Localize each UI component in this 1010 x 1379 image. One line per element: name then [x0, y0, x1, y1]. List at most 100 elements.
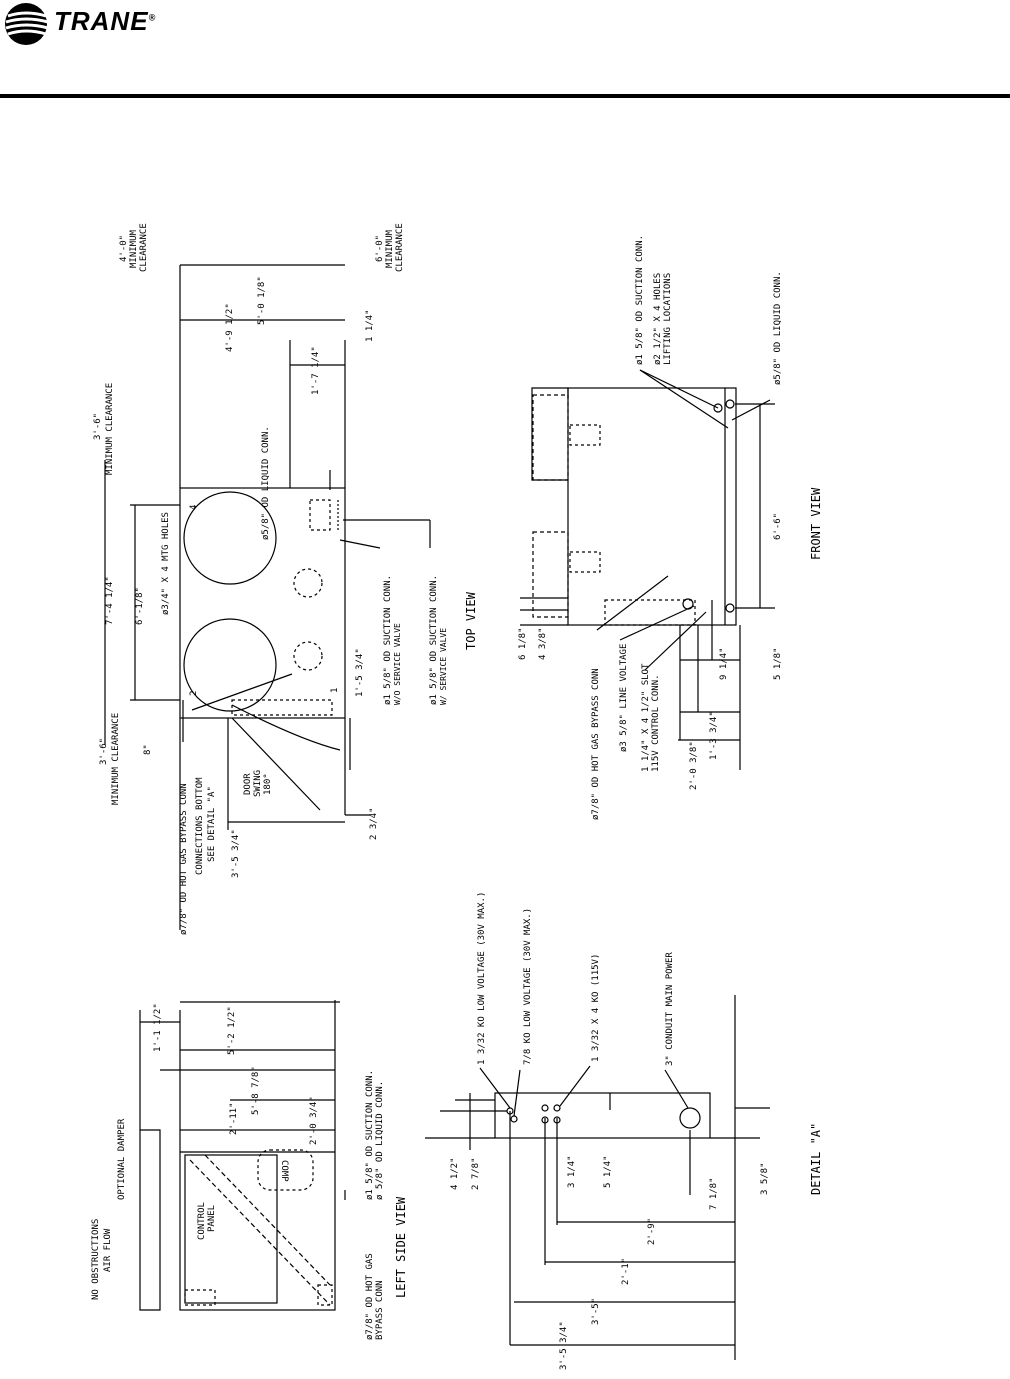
- suction-w-sub: W/ SERVICE VALVE: [439, 628, 448, 705]
- front-dim-9: 9 1/4": [719, 647, 729, 680]
- ko1-label: 1 3/32 KO LOW VOLTAGE (30V MAX.): [477, 892, 487, 1065]
- left-dim-5-8: 5'-8 7/8": [251, 1066, 261, 1115]
- dim-4-9: 4'-9 1/2": [225, 303, 235, 352]
- left-side-outline: [179, 1129, 336, 1311]
- min-clear-bot-label: MINIMUM: [385, 229, 395, 268]
- suction-circle-1: [293, 568, 323, 598]
- fan-circle-1: [183, 491, 277, 585]
- min-clear-top-label-2: CLEARANCE: [139, 223, 149, 272]
- detail-dim-5-1: 5 1/4": [603, 1155, 613, 1188]
- front-hole-1: [725, 399, 735, 409]
- corner-2: 2: [189, 691, 199, 696]
- detail-dim-3-5-3: 3'-5 3/4": [559, 1321, 569, 1370]
- fan-circle-2: [183, 618, 277, 712]
- left-suction-label: ø1 5/8" OD SUCTION CONN.: [365, 1070, 375, 1200]
- suction-wo-sub: W/O SERVICE VALVE: [393, 623, 402, 705]
- suction-wo-label: ø1 5/8" OD SUCTION CONN.: [383, 575, 393, 705]
- ko-circle-2: [510, 1115, 518, 1123]
- detail-dim-3-5b: 3'-5": [591, 1298, 601, 1325]
- door-label: DOOR: [243, 773, 253, 795]
- min-clear-bot-label-2: CLEARANCE: [395, 223, 405, 272]
- min-clear-left-label: MINIMUM CLEARANCE: [111, 713, 121, 805]
- line-voltage-label: ø3 5/8" LINE VOLTAGE: [619, 644, 629, 752]
- ko2-label: 7/8 KO LOW VOLTAGE (30V MAX.): [523, 908, 533, 1065]
- detail-a-title: DETAIL "A": [809, 1123, 823, 1195]
- dim-3-5: 3'-5 3/4": [231, 829, 241, 878]
- swing-label: SWING: [253, 770, 263, 797]
- ko-circle-5: [553, 1104, 561, 1112]
- min-clear-right-label: MINIMUM CLEARANCE: [105, 383, 115, 475]
- left-dim-2-0: 2'-0 3/4": [309, 1096, 319, 1145]
- left-hot-gas-label: ø7/8" OD HOT GAS: [365, 1253, 375, 1340]
- slot-label: 1 1/4" X 4 1/2" SLOT: [641, 663, 651, 772]
- left-dim-1-1: 1'-1 1/2": [153, 1003, 163, 1052]
- front-dim-1-3: 1'-3 3/4": [709, 711, 719, 760]
- suction-port-icon: [713, 403, 723, 413]
- left-bypass-label: BYPASS CONN: [375, 1280, 385, 1340]
- detail-a-outline: [494, 1092, 711, 1139]
- top-hot-gas-label: ø7/8" OD HOT GAS BYPASS CONN: [179, 783, 189, 935]
- ko-circle-3: [541, 1104, 549, 1112]
- mtg-holes-label: ø3/4" X 4 MTG HOLES: [161, 512, 171, 615]
- conn-bottom-label: CONNECTIONS BOTTOM: [195, 777, 205, 875]
- lift-holes-label: ø2 1/2" X 4 HOLES: [653, 273, 663, 365]
- front-dim-2-0: 2'-0 3/8": [689, 741, 699, 790]
- dim-1-7: 1'-7 1/4": [311, 346, 321, 395]
- brand-trademark: ®: [148, 12, 157, 23]
- min-clear-top-value: 4'-0": [119, 235, 129, 262]
- see-detail-label: SEE DETAIL "A": [207, 786, 217, 862]
- left-side-view: [139, 1000, 346, 1311]
- front-suction-label: ø1 5/8" OD SUCTION CONN.: [635, 235, 645, 365]
- min-clear-left-value: 3'-6": [99, 738, 109, 765]
- dim-1-5: 1'-5 3/4": [355, 648, 365, 697]
- dim-1-1-4: 1 1/4": [365, 309, 375, 342]
- front-dim-5-1: 5 1/8": [773, 647, 783, 680]
- dim-7-4: 7'-4 1/4": [105, 576, 115, 625]
- front-dim-6-1: 6 1/8": [518, 627, 528, 660]
- top-view: [104, 264, 431, 930]
- detail-dim-2-1: 2'-1": [621, 1258, 631, 1285]
- comp-label: COMP: [279, 1160, 289, 1182]
- detail-dim-7-1: 7 1/8": [709, 1177, 719, 1210]
- brand-text: TRANE: [54, 6, 149, 36]
- ko3-label: 1 3/32 X 4 KO (115V): [591, 954, 601, 1062]
- lift-locations-label: LIFTING LOCATIONS: [663, 273, 673, 365]
- header-rule: [0, 94, 1010, 98]
- conduit-circle: [679, 1107, 701, 1129]
- trane-logo-icon: [5, 3, 49, 45]
- conduit-label: 3" CONDUIT MAIN POWER: [665, 952, 675, 1066]
- front-hole-2: [725, 603, 735, 613]
- min-clear-top-label: MINIMUM: [129, 229, 139, 268]
- slot-sub-label: 115V CONTROL CONN.: [651, 674, 661, 772]
- detail-dim-3-5: 3 5/8": [760, 1162, 770, 1195]
- control-panel-box: [184, 1154, 278, 1304]
- left-dim-2-11: 2'-11": [229, 1102, 239, 1135]
- top-view-title: TOP VIEW: [464, 591, 478, 650]
- front-dim-4-3: 4 3/8": [538, 627, 548, 660]
- left-liquid-label: ø 5/8" OD LIQUID CONN.: [375, 1081, 385, 1200]
- page-header: TRANE®: [0, 0, 1010, 100]
- detail-a: [425, 995, 770, 1360]
- no-obstructions-label: NO OBSTRUCTIONS: [91, 1219, 101, 1300]
- front-view-title: FRONT VIEW: [809, 487, 823, 560]
- dim-6-1: 6'-1/8": [135, 587, 145, 625]
- front-dim-6-6: 6'-6": [773, 513, 783, 540]
- detail-dim-2-7: 2 7/8": [471, 1157, 481, 1190]
- corner-1: 1: [330, 688, 340, 693]
- swing-angle-label: 180°: [263, 773, 273, 795]
- dim-2-3: 2 3/4": [369, 807, 379, 840]
- left-dim-5-2: 5'-2 1/2": [227, 1006, 237, 1055]
- front-liquid-label: ø5/8" OD LIQUID CONN.: [773, 271, 783, 385]
- front-hot-gas-label: ø7/8" OD HOT GAS BYPASS CONN: [591, 668, 601, 820]
- min-clear-right-value: 3'-6": [93, 413, 103, 440]
- front-view: [520, 369, 775, 770]
- panel-label: PANEL: [207, 1205, 217, 1232]
- detail-dim-3-1: 3 1/4": [567, 1155, 577, 1188]
- air-flow-label: AIR FLOW: [103, 1228, 113, 1272]
- left-side-title: LEFT SIDE VIEW: [394, 1196, 408, 1298]
- brand-name: TRANE®: [54, 6, 156, 37]
- dim-8: 8": [143, 744, 153, 755]
- front-view-outline: [567, 387, 737, 626]
- control-label: CONTROL: [197, 1202, 207, 1240]
- suction-w-label: ø1 5/8" OD SUCTION CONN.: [429, 575, 439, 705]
